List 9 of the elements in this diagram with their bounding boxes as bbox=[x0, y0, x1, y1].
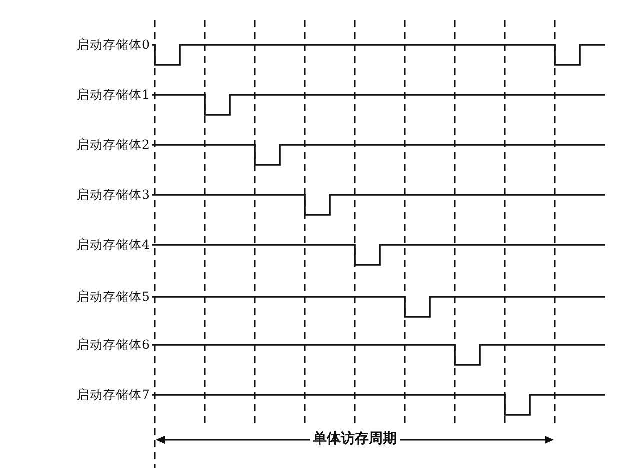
signal-label: 启动存储体6 bbox=[77, 337, 150, 353]
signal-label: 启动存储体2 bbox=[77, 137, 150, 153]
signal-label: 启动存储体5 bbox=[77, 289, 150, 305]
signal-label: 启动存储体7 bbox=[77, 387, 150, 403]
signal-label: 启动存储体4 bbox=[77, 237, 150, 253]
period-label: 单体访存周期 bbox=[310, 430, 400, 448]
signal-label: 启动存储体3 bbox=[77, 187, 150, 203]
signal-label: 启动存储体0 bbox=[77, 37, 150, 53]
signal-label: 启动存储体1 bbox=[77, 87, 150, 103]
